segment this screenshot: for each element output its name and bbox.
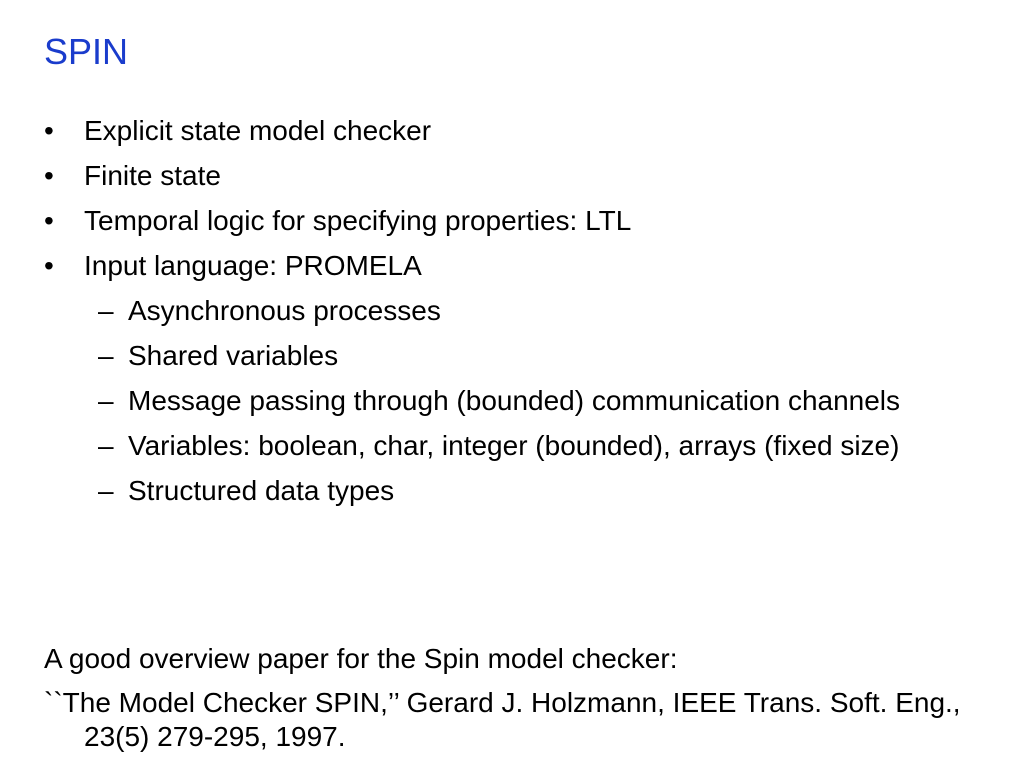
dash-marker: – — [98, 430, 114, 461]
bullet-text: Input language: PROMELA — [84, 250, 422, 281]
sub-bullet-text: Asynchronous processes — [128, 295, 441, 326]
sub-bullet-text: Shared variables — [128, 340, 339, 371]
reference-citation: ``The Model Checker SPIN,’’ Gerard J. Ho… — [44, 687, 961, 752]
sub-bullet-item: – Structured data types — [44, 474, 984, 508]
dash-marker: – — [98, 475, 114, 506]
bullet-marker: • — [44, 115, 54, 146]
sub-bullet-text: Variables: boolean, char, integer (bound… — [128, 430, 900, 461]
bullet-item: • Finite state — [44, 159, 984, 193]
bullet-text: Explicit state model checker — [84, 115, 432, 146]
bullet-text: Temporal logic for specifying properties… — [84, 205, 632, 236]
dash-marker: – — [98, 295, 114, 326]
bullet-marker: • — [44, 160, 54, 191]
sub-bullet-text: Message passing through (bounded) commun… — [128, 385, 901, 416]
bullet-item: • Temporal logic for specifying properti… — [44, 204, 984, 238]
sub-bullet-text: Structured data types — [128, 475, 395, 506]
bullet-marker: • — [44, 205, 54, 236]
bullet-text: Finite state — [84, 160, 221, 191]
sub-bullet-item: – Asynchronous processes — [44, 294, 984, 328]
sub-bullet-item: – Message passing through (bounded) comm… — [44, 384, 984, 418]
dash-marker: – — [98, 340, 114, 371]
bullet-item: • Explicit state model checker — [44, 114, 984, 148]
sub-bullet-item: – Variables: boolean, char, integer (bou… — [44, 429, 984, 463]
dash-marker: – — [98, 385, 114, 416]
bullet-list: • Explicit state model checker • Finite … — [44, 114, 984, 519]
sub-bullet-item: – Shared variables — [44, 339, 984, 373]
slide-title: SPIN — [44, 31, 129, 72]
bullet-marker: • — [44, 250, 54, 281]
bullet-item: • Input language: PROMELA — [44, 249, 984, 283]
note-heading: A good overview paper for the Spin model… — [44, 643, 678, 674]
